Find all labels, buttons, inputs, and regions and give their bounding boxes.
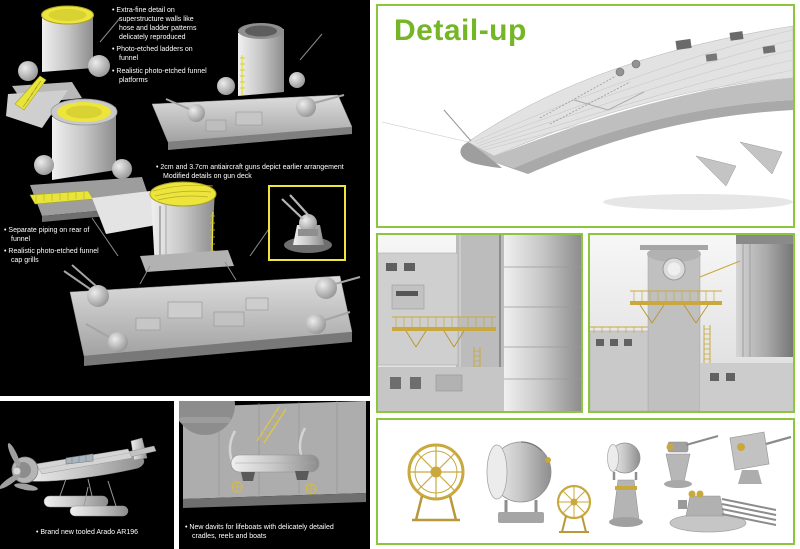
note-funnel-platforms: • Realistic photo-etched funnel platform… [112, 67, 207, 84]
detailup-title: Detail-up [394, 14, 527, 47]
cable-reel-small [556, 484, 592, 533]
detail-parts-panel [376, 418, 795, 545]
aa-gun-inset-render [281, 194, 332, 253]
davits-panel: • New davits for lifeboats with delicate… [179, 401, 370, 549]
ship-bow-render [381, 25, 793, 210]
superstructure-panel: • Extra-fine detail on superstructure wa… [0, 0, 370, 396]
notes-side: • Separate piping on rear of funnel • Re… [4, 226, 100, 268]
arado-ar196-render [0, 437, 157, 517]
funnel-assembly-top-right [151, 23, 353, 150]
note-separate-piping: • Separate piping on rear of funnel [4, 227, 90, 244]
note-aa-guns: • 2cm and 3.7cm antiaircraft guns depict… [156, 164, 344, 181]
notes-top: • Extra-fine detail on superstructure wa… [112, 6, 210, 88]
note-photo-etched-ladders: • Photo-etched ladders on funnel [112, 46, 193, 63]
aa-gun-shielded [729, 431, 792, 484]
funnel-assembly-center [63, 181, 361, 366]
arado-caption: • Brand new tooled Arado AR196 [35, 528, 139, 536]
quad-gun-mount [669, 490, 777, 533]
funnel-assembly-top-left [6, 5, 121, 128]
searchlight-on-pedestal [607, 442, 643, 527]
arado-panel: • Brand new tooled Arado AR196 [0, 401, 174, 549]
closeup-panel-2 [588, 233, 795, 413]
superstructure-render [6, 5, 361, 366]
funnel-assembly-middle-left [29, 98, 162, 234]
gun-detail-inset [268, 185, 346, 261]
aa-gun-cone-mount [664, 434, 719, 488]
note-extra-fine-detail: • Extra-fine detail on superstructure wa… [112, 7, 197, 42]
superstructure-photo-2 [590, 235, 793, 411]
davits-render [179, 401, 366, 508]
searchlight-large [486, 441, 552, 523]
davits-caption: • New davits for lifeboats with delicate… [185, 523, 334, 540]
superstructure-photo-1 [378, 235, 581, 411]
detailup-panel: Detail-up [376, 4, 795, 228]
note-funnel-cap-grills: • Realistic photo-etched funnel cap gril… [4, 248, 99, 265]
detail-parts-render [407, 431, 792, 533]
cable-reel-large [407, 443, 465, 522]
closeup-panel-1 [376, 233, 583, 413]
